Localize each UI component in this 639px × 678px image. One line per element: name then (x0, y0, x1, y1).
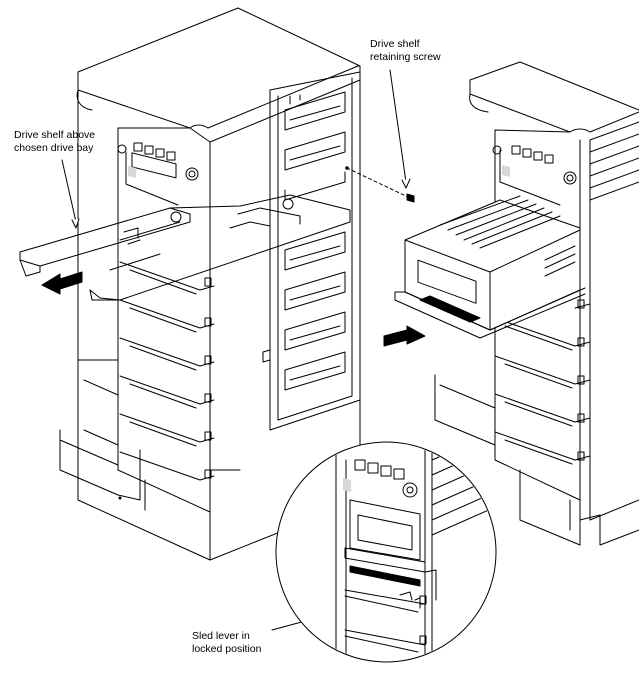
backplane-connectors (284, 91, 346, 391)
left-indicator (128, 166, 136, 178)
right-rail-tabs (577, 299, 585, 461)
right-power-button (563, 171, 577, 185)
drive-window (417, 259, 477, 304)
screw-guide-line (346, 167, 411, 199)
callout-drive-shelf-above: Drive shelf above chosen drive bay (14, 129, 95, 155)
left-power-button (185, 167, 199, 181)
screw-hole (345, 166, 349, 170)
left-button-2 (144, 145, 154, 155)
right-cabinet (434, 61, 639, 546)
detail-drive-front (344, 499, 437, 601)
left-rail-tabs (204, 277, 212, 479)
arrow-in-icon (383, 325, 426, 347)
left-button-3 (155, 148, 165, 158)
right-cabinet-top (469, 61, 639, 133)
leader-drive-shelf (61, 159, 77, 223)
callout-sled-line2: locked position (192, 643, 262, 655)
callout-retaining-screw: Drive shelf retaining screw (370, 38, 441, 64)
callout-screw-line1: Drive shelf (370, 38, 420, 50)
shelf-hole (170, 211, 182, 223)
callout-drive-shelf-line1: Drive shelf above (14, 129, 96, 141)
sled-lever (349, 565, 421, 587)
right-button-2 (522, 148, 532, 158)
right-front-panel (494, 129, 581, 501)
callout-drive-shelf-line2: chosen drive bay (14, 142, 94, 154)
detail-buttons (343, 459, 418, 498)
right-indicator (502, 165, 510, 177)
right-button-3 (533, 151, 543, 161)
leader-arrowhead-screw (401, 178, 411, 189)
left-control-panel (117, 142, 199, 181)
callout-sled-lever: Sled lever in locked position (192, 630, 261, 656)
detail-magnifier (275, 441, 497, 663)
leader-arrowhead-drive-shelf (71, 218, 80, 229)
callout-sled-line1: Sled lever in (192, 630, 250, 642)
right-knob (492, 145, 502, 155)
left-button-1 (133, 142, 143, 152)
left-lower-panel (59, 429, 146, 511)
leader-retaining-screw (389, 69, 407, 183)
right-bay-rails (494, 303, 591, 465)
drive-unit (394, 195, 586, 339)
right-button-4 (544, 154, 554, 164)
screw-icon (406, 193, 415, 203)
left-button-4 (166, 151, 176, 161)
left-cabinet-top (76, 7, 361, 143)
backplane (262, 71, 361, 431)
right-button-1 (511, 145, 521, 155)
left-knob (117, 144, 127, 154)
drive-shelf-removed (19, 194, 351, 301)
left-front-panel (117, 127, 211, 513)
arrow-out-icon (41, 271, 83, 295)
callout-screw-line2: retaining screw (370, 51, 441, 63)
drive-vent-grille (439, 195, 561, 249)
right-side-vents (589, 121, 639, 521)
